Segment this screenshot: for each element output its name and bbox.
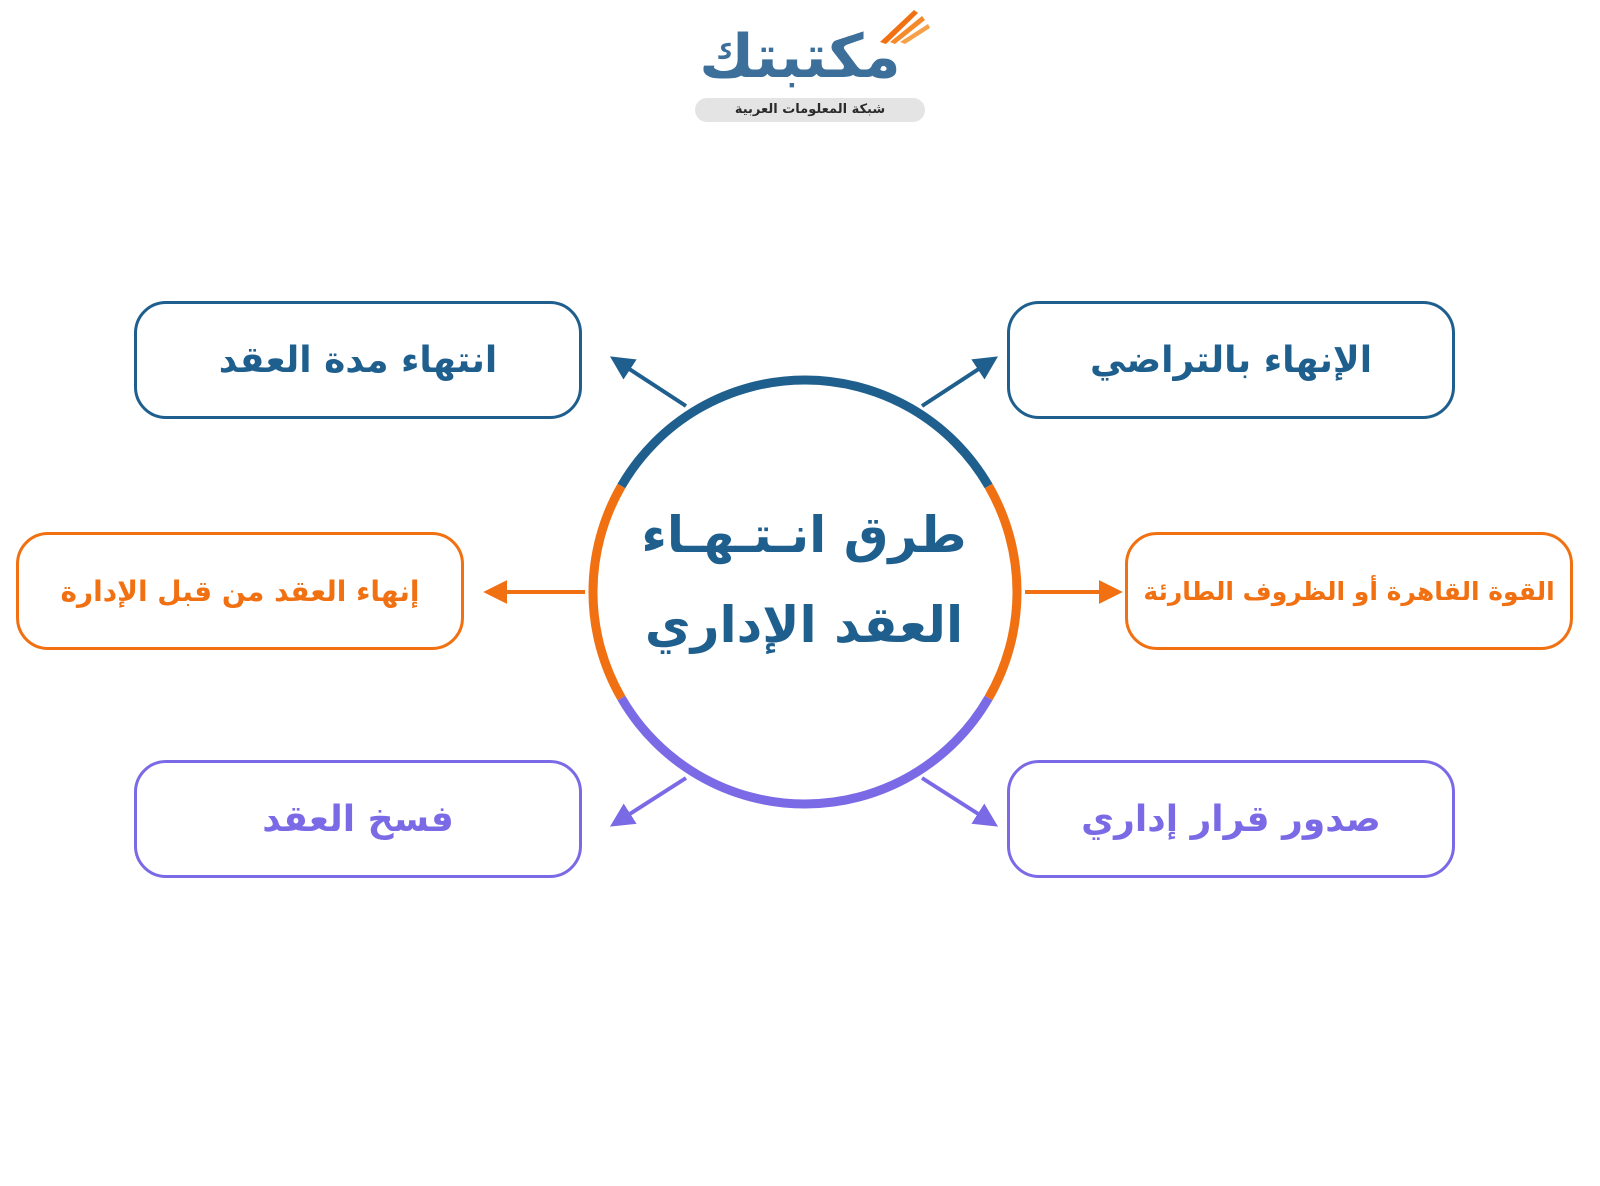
box-rescission-label: فسخ العقد	[262, 798, 454, 840]
logo-title: مكتبتك	[699, 22, 901, 92]
box-force-majeure-label: القوة القاهرة أو الظروف الطارئة	[1143, 576, 1555, 606]
center-title-line-1: طرق انـتـهـاء	[641, 506, 967, 564]
box-admin-decision: صدور قرار إداري	[1007, 760, 1455, 878]
box-end-duration-label: انتهاء مدة العقد	[218, 339, 498, 381]
ring-segment-top	[617, 375, 993, 489]
arrow-to-admin-decision	[920, 776, 999, 827]
box-admin-decision-label: صدور قرار إداري	[1081, 798, 1381, 840]
box-mutual-termination: الإنهاء بالتراضي	[1007, 301, 1455, 419]
ring-segment-right	[984, 483, 1022, 701]
center-title-line-2: العقد الإداري	[644, 596, 964, 654]
box-admin-termination: إنهاء العقد من قبل الإدارة	[16, 532, 464, 650]
diagram-center-title: طرق انـتـهـاء العقد الإداري	[594, 490, 1014, 670]
arrow-to-end-duration	[609, 356, 688, 408]
ring-segment-bottom	[617, 695, 993, 809]
arrow-to-mutual	[920, 356, 999, 408]
box-admin-termination-label: إنهاء العقد من قبل الإدارة	[60, 574, 420, 608]
arrow-to-rescission	[609, 776, 688, 827]
site-logo: مكتبتك شبكة المعلومات العربية	[680, 0, 930, 130]
logo-slashes-icon	[880, 10, 930, 44]
box-rescission: فسخ العقد	[134, 760, 582, 878]
box-end-duration: انتهاء مدة العقد	[134, 301, 582, 419]
logo-tagline: شبكة المعلومات العربية	[695, 98, 925, 122]
box-force-majeure: القوة القاهرة أو الظروف الطارئة	[1125, 532, 1573, 650]
box-mutual-termination-label: الإنهاء بالتراضي	[1089, 339, 1373, 381]
ring-segment-left	[588, 483, 626, 701]
